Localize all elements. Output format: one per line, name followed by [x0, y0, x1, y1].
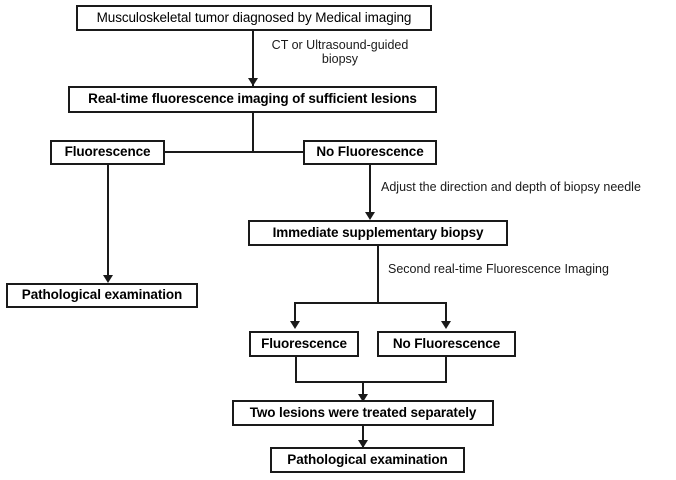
connector-two-lesions-to-pathology [362, 426, 364, 447]
connector-biopsy-stem [377, 246, 379, 303]
node-musculoskeletal-tumor-diagnosed: Musculoskeletal tumor diagnosed by Medic… [76, 5, 432, 31]
connector-n1-to-n2 [252, 31, 254, 86]
node-label: No Fluorescence [392, 335, 501, 351]
connector-branch-bar-level2 [294, 302, 447, 304]
node-pathological-examination-left: Pathological examination [6, 283, 198, 308]
node-fluorescence-left: Fluorescence [50, 140, 165, 165]
node-two-lesions-treated-separately: Two lesions were treated separately [232, 400, 494, 426]
arrowhead-merge-to-two-lesions [358, 394, 368, 402]
arrowhead-fluorescence-to-pathology [103, 275, 113, 283]
node-label: Immediate supplementary biopsy [272, 224, 484, 240]
connector-branch-right-drop-level2 [445, 302, 447, 323]
connector-merge-to-two-lesions [362, 381, 364, 401]
connector-fluorescence-to-pathology [107, 165, 109, 277]
connector-nofluorescence-to-biopsy [369, 165, 371, 215]
connector-branch-bar-level1 [165, 151, 303, 153]
node-fluorescence-bottom: Fluorescence [249, 331, 359, 357]
node-realtime-fluorescence-imaging: Real-time fluorescence imaging of suffic… [68, 86, 437, 113]
connector-branch-left-drop-level2 [294, 302, 296, 323]
connector-merge-left-stem [295, 357, 297, 383]
node-no-fluorescence-bottom: No Fluorescence [377, 331, 516, 357]
node-label: Real-time fluorescence imaging of suffic… [88, 91, 417, 107]
arrowhead-nofluorescence-to-biopsy [365, 212, 375, 220]
node-label: Pathological examination [287, 451, 448, 467]
arrowhead-to-fluorescence-bottom [290, 321, 300, 329]
arrowhead-to-no-fluorescence-bottom [441, 321, 451, 329]
node-label: No Fluorescence [316, 144, 424, 160]
arrowhead-two-lesions-to-pathology [358, 440, 368, 448]
connector-merge-right-stem [445, 357, 447, 383]
node-label: Two lesions were treated separately [249, 404, 477, 420]
node-pathological-examination-bottom: Pathological examination [270, 447, 465, 473]
node-label: Musculoskeletal tumor diagnosed by Medic… [96, 9, 412, 25]
connector-n2-stem [252, 113, 254, 153]
node-no-fluorescence-right: No Fluorescence [303, 140, 437, 165]
node-label: Fluorescence [261, 335, 347, 351]
node-label: Fluorescence [64, 144, 151, 160]
edge-label-adjust-direction-depth: Adjust the direction and depth of biopsy… [381, 180, 641, 194]
edge-label-ct-or-ultrasound-guided-biopsy: CT or Ultrasound-guided biopsy [271, 38, 409, 67]
connector-merge-bar [295, 381, 447, 383]
arrowhead-n1-to-n2 [248, 78, 258, 86]
node-immediate-supplementary-biopsy: Immediate supplementary biopsy [248, 220, 508, 246]
node-label: Pathological examination [21, 287, 183, 303]
edge-label-second-realtime-fluorescence-imaging: Second real-time Fluorescence Imaging [388, 262, 609, 276]
